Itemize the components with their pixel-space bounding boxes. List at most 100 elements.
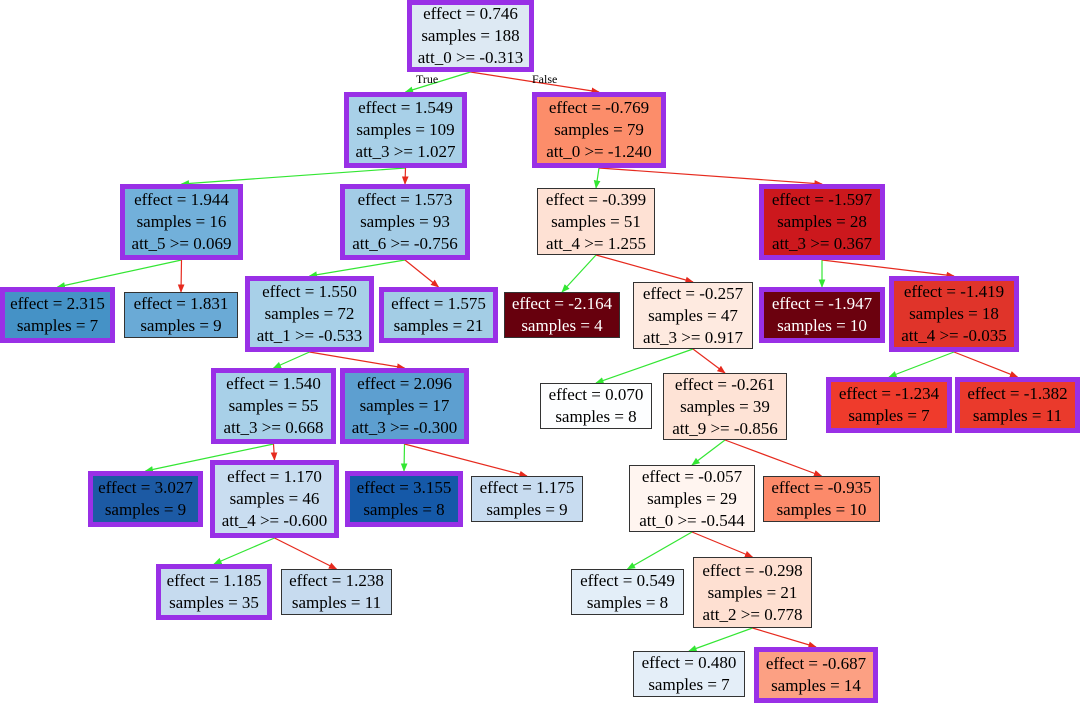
false-edge [404, 443, 528, 478]
true-edge [404, 71, 471, 93]
true-edge [213, 537, 275, 565]
node-text-line: samples = 16 [136, 212, 227, 231]
false-edge [821, 259, 955, 279]
node-text-line: effect = 3.155 [356, 478, 452, 497]
true-edge [561, 254, 597, 293]
node-text-line: effect = 1.175 [479, 478, 575, 497]
node-text-line: samples = 8 [363, 500, 445, 519]
node-text-line: samples = 29 [647, 488, 737, 508]
node-text-line: att_0 >= -0.544 [639, 510, 745, 530]
false-edge [595, 254, 694, 284]
node-text-line: att_3 >= -0.300 [351, 418, 458, 437]
node-text-line: att_1 >= -0.533 [256, 326, 363, 345]
node-text-line: samples = 109 [356, 120, 455, 139]
false-edge [270, 443, 278, 461]
tree-node: effect = 3.155 samples = 8 [345, 471, 463, 527]
node-text-line: samples = 9 [486, 500, 568, 519]
false-edge [404, 259, 440, 288]
node-text-line: samples = 4 [521, 316, 603, 335]
node-text-line: effect = 1.944 [134, 190, 229, 209]
node-text-line: samples = 11 [972, 406, 1063, 425]
false-edge [692, 348, 726, 374]
node-text-line: samples = 28 [777, 212, 867, 231]
node-text-line: samples = 46 [229, 489, 320, 508]
node-text-line: samples = 39 [680, 396, 770, 416]
node-text-line: effect = -1.234 [838, 384, 940, 403]
node-text-line: effect = -1.597 [771, 190, 873, 209]
false-edge [470, 71, 600, 95]
true-edge [593, 167, 601, 189]
false-branch-label: False [532, 72, 558, 86]
node-text-line: effect = -0.769 [548, 98, 650, 117]
node-text-line: samples = 7 [16, 316, 99, 335]
node-text-line: samples = 8 [555, 407, 637, 426]
node-text-line: samples = 10 [777, 316, 867, 335]
node-text-line: samples = 17 [359, 396, 450, 415]
node-text-line: effect = 1.575 [391, 294, 486, 313]
tree-node: effect = -0.769 samples = 79 att_0 >= -1.2… [532, 92, 666, 168]
true-edge [626, 531, 693, 570]
tree-node: effect = -1.947 samples = 10 [759, 287, 885, 343]
false-edge [401, 167, 409, 185]
node-text-line: effect = 2.315 [10, 294, 105, 313]
node-text-line: att_3 >= 0.668 [223, 418, 324, 437]
tree-node: effect = 0.070 samples = 8 [540, 383, 652, 429]
node-text-line: effect = -0.257 [642, 283, 744, 303]
node-text-line: samples = 11 [291, 593, 382, 612]
node-text-line: att_3 >= 1.027 [355, 142, 456, 161]
node-text-line: att_0 >= -1.240 [546, 142, 652, 161]
node-text-line: effect = 3.027 [98, 478, 193, 497]
node-text-line: samples = 7 [848, 406, 930, 425]
node-text-line: att_9 >= -0.856 [672, 418, 778, 438]
node-text-line: samples = 79 [554, 120, 644, 139]
true-branch-label: True [416, 72, 439, 86]
node-text-line: effect = -1.382 [967, 384, 1068, 403]
tree-node: effect = -1.597 samples = 28 att_3 >= 0.36… [759, 184, 885, 260]
node-text-line: att_3 >= 0.367 [772, 234, 872, 253]
false-edge [953, 351, 1019, 378]
tree-node: effect = -1.382 samples = 11 [955, 377, 1080, 433]
node-text-line: effect = 0.070 [548, 385, 644, 404]
node-text-line: samples = 55 [228, 396, 319, 415]
node-text-line: effect = -2.164 [511, 294, 613, 313]
node-text-line: effect = -0.298 [702, 560, 803, 580]
node-text-line: effect = -0.399 [545, 189, 647, 209]
node-text-line: effect = 2.096 [357, 374, 452, 393]
node-text-line: effect = -0.261 [674, 374, 776, 394]
node-text-line: samples = 14 [771, 676, 861, 695]
tree-node: effect = 2.096 samples = 17 att_3 >= -0.30… [340, 368, 469, 444]
node-text-line: effect = -0.935 [771, 478, 872, 497]
node-text-line: samples = 93 [360, 212, 450, 231]
false-edge [309, 351, 406, 371]
node-text-line: att_5 >= 0.069 [131, 234, 232, 253]
true-edge [688, 627, 753, 652]
node-text-line: effect = 1.550 [262, 282, 357, 301]
tree-node: effect = -2.164 samples = 4 [504, 292, 620, 338]
tree-node: effect = -1.234 samples = 7 [826, 377, 952, 433]
node-text-line: att_3 >= 0.917 [643, 327, 743, 347]
true-edge [144, 443, 274, 473]
node-text-line: samples = 51 [551, 211, 641, 231]
node-text-line: effect = -0.057 [641, 466, 743, 486]
node-text-line: effect = -1.947 [771, 294, 873, 313]
true-edge [888, 351, 955, 378]
node-text-line: effect = 0.480 [641, 653, 737, 672]
